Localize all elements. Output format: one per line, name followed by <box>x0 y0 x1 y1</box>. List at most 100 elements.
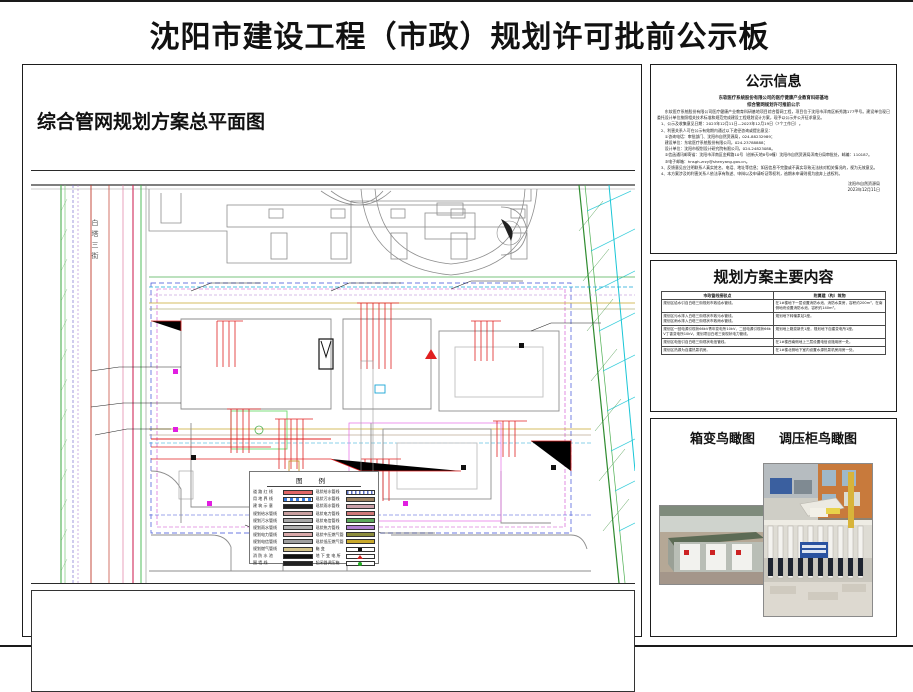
table-row: 规划区给水引自白塔三街规划市政给水管线。在1#楼地下一层设置消防水池、消防水泵房… <box>660 299 887 313</box>
legend-row: 规划给水管线 <box>253 510 313 517</box>
legend-box: 图 例 道 路 红 线用 地 界 线建 筑 示 意规划给水管线规划污水管线规划雨… <box>249 471 379 567</box>
legend-row: 消 防 水 池 <box>253 553 313 560</box>
legend-swatch <box>345 553 375 560</box>
legend-swatch <box>283 532 313 538</box>
table-row: 规划区热源为自建热泵机房。在1#楼北侧地下室内设置水源热泵机房用房一处。 <box>660 346 887 355</box>
legend-label: 现状中压燃气管线 <box>315 531 344 537</box>
legend-label: 围 墙 线 <box>253 560 268 566</box>
legend-swatch <box>345 489 375 495</box>
legend-label: 道 路 红 线 <box>253 489 273 495</box>
notice-body: 东软医疗系统股份有限公司的医疗健康产业教育科研基地 综合管网规划许可推前公示 东… <box>651 95 896 193</box>
table-cell: 规划区电信引自白塔三街现状电信管线。 <box>660 338 774 347</box>
legend-swatch <box>345 560 375 567</box>
poster-title-bar: 沈阳市建设工程（市政）规划许可批前公示板 <box>22 6 897 62</box>
legend-row: 现状中压燃气管线 <box>315 531 375 539</box>
legend-swatch <box>345 546 375 552</box>
legend-label: 地 下 变 电 所 <box>315 553 341 559</box>
content-table: 市政管线接驳点 附属建（构）筑物 规划区给水引自白塔三街规划市政给水管线。在1#… <box>660 291 887 355</box>
legend-label: 现状低压燃气管线 <box>315 538 344 544</box>
legend-swatch <box>283 539 313 545</box>
legend-label: 用 地 界 线 <box>253 496 273 502</box>
notice-subitem-5: ③电子邮箱：hnsgh-zrzy@shenyang.gov.cn。 <box>664 158 750 164</box>
legend-label: 现状电信管线 <box>315 517 340 523</box>
legend-row: 现状污水管线 <box>315 496 375 503</box>
table-cell: 在1#楼北侧地下室内设置水源热泵机房用房一处。 <box>772 346 887 355</box>
drawing-footer-strip <box>31 590 635 692</box>
photo-regulator-cabinet-image <box>764 464 872 616</box>
legend-swatch <box>345 532 375 538</box>
legend-label: 规划燃气管线 <box>253 546 277 551</box>
notice-item-3: 3、反馈意见应注明联系人真实姓名、电话、地址等信息；如因信息不完整或不真实导致无… <box>660 164 878 170</box>
notice-item-4: 4、本方案涉及的利害关系人依法享有陈述、申辩以及申请听证等权利，逾期未申请则视为… <box>660 171 843 177</box>
street-name-label: 白塔三街 <box>91 219 99 263</box>
legend-swatch <box>283 511 313 517</box>
legend-swatch <box>283 503 313 509</box>
table-header-row: 市政管线接驳点 附属建（构）筑物 <box>660 291 887 300</box>
legend-swatch <box>283 546 313 552</box>
box-substation-markers <box>191 343 556 470</box>
legend-column-right: 现状给水管线现状污水管线现状雨水管线现状电力管线现状电信管线现状热力管线现状中压… <box>315 489 375 567</box>
legend-swatch <box>283 560 313 566</box>
photo-regulator-cabinet <box>763 463 873 617</box>
legend-columns: 道 路 红 线用 地 界 线建 筑 示 意规划给水管线规划污水管线规划雨水管线规… <box>253 489 375 567</box>
table-header-cell: 市政管线接驳点 <box>660 291 774 300</box>
street-corridor-left <box>60 185 147 583</box>
table-cell: 规划区一回电源引现状66kV青年变电所10kV，二回电源引现状66kV丁香变电所… <box>660 325 774 339</box>
legend-row: 建 筑 示 意 <box>253 503 313 510</box>
legend-swatch <box>283 525 313 531</box>
street-corridor-right <box>578 184 635 583</box>
notice-subitem-1: ①咨询电话：审批部门、沈阳市自然资源局，024-88232989； <box>664 133 775 139</box>
legend-row: 规划电信管线 <box>253 539 313 546</box>
legend-row: 地 下 变 电 所 <box>315 553 375 560</box>
annotation-leaders <box>90 280 601 534</box>
notice-panel: 公示信息 东软医疗系统股份有限公司的医疗健康产业教育科研基地 综合管网规划许可推… <box>650 64 897 254</box>
legend-title: 图 例 <box>267 475 361 487</box>
photo-box-substation <box>659 505 771 585</box>
legend-swatch <box>345 539 375 545</box>
legend-row: 现状电信管线 <box>315 517 375 524</box>
legend-swatch <box>283 496 313 502</box>
legend-label: 现状污水管线 <box>315 496 340 502</box>
legend-swatch <box>345 518 375 524</box>
north-building <box>148 189 532 264</box>
legend-swatch <box>283 553 313 559</box>
notice-item-2: 2、利害关系人可在公示有效期内通过以下途径咨询或提出意见： <box>660 127 773 133</box>
legend-label: 现状热力管线 <box>315 524 340 530</box>
legend-label: 消 防 水 池 <box>253 553 273 559</box>
legend-label: 建 筑 示 意 <box>253 503 273 509</box>
photo-caption-box-substation: 箱变鸟瞰图 <box>689 432 755 447</box>
photo-area <box>651 461 896 633</box>
legend-label: 规划污水管线 <box>253 517 277 523</box>
table-cell: 规划区热源为自建热泵机房。 <box>660 346 774 355</box>
legend-label: 规划电信管线 <box>253 538 277 544</box>
legend-label: 箱 变 <box>315 546 325 551</box>
table-header-cell: 附属建（构）筑物 <box>772 291 887 300</box>
legend-row: 规划电力管线 <box>253 532 313 539</box>
legend-row: 道 路 红 线 <box>253 489 313 496</box>
legend-column-left: 道 路 红 线用 地 界 线建 筑 示 意规划给水管线规划污水管线规划雨水管线规… <box>253 489 313 566</box>
content-panel: 规划方案主要内容 市政管线接驳点 附属建（构）筑物 规划区给水引自白塔三街规划市… <box>650 260 897 412</box>
site-plan-drawing: 白塔三街 图 例 道 路 红 线用 地 界 线建 筑 示 意规划给水管线规划污水… <box>31 170 635 584</box>
legend-label: 现状给水管线 <box>315 489 340 495</box>
notice-subject-line-1: 东软医疗系统股份有限公司的医疗健康产业教育科研基地 <box>718 96 829 101</box>
plaza-circle <box>360 188 538 276</box>
legend-swatch <box>345 496 375 502</box>
legend-swatch <box>345 525 375 531</box>
legend-row: 现状雨水管线 <box>316 503 375 510</box>
legend-row: 箱 变 <box>315 546 375 553</box>
table-cell: 在1#楼西南侧地上三层设置电信设施用房一处。 <box>772 338 887 347</box>
notice-signature-date: 2023年12月11日 <box>847 187 880 193</box>
notice-item-1: 1、公示及收集意见日期：2023年12月11日—2023年12月19日（7个工作… <box>660 121 803 127</box>
table-cell: 规划地上箱变新先1座，规划地下自建变电所1座。 <box>772 325 887 339</box>
legend-label: 起闭器调压箱 <box>315 560 340 566</box>
legend-row: 起闭器调压箱 <box>315 560 375 567</box>
photo-box-substation-image <box>660 506 770 584</box>
notice-subitem-4: ②信函通讯邮寄省：沈阳市浑南区金辉路10号（创新天地8号9幢）沈阳市自然资源局浑… <box>664 152 873 158</box>
table-cell: 在1#楼地下一层设置消防水池、消防水泵房，容积约200m³，在南侧地块设置消防水… <box>772 299 887 313</box>
legend-swatch <box>345 511 375 517</box>
photo-panel: 箱变鸟瞰图 调压柜鸟瞰图 <box>650 418 897 637</box>
legend-row: 规划污水管线 <box>253 517 313 524</box>
table-row: 规划区污水排入白塔三街现状市政污水管线。 规划区雨水排入白塔三街现状市政雨水管线… <box>660 312 887 326</box>
table-cell: 规划地下转输泵站2座。 <box>772 312 887 326</box>
legend-row: 现状给水管线 <box>315 489 375 496</box>
